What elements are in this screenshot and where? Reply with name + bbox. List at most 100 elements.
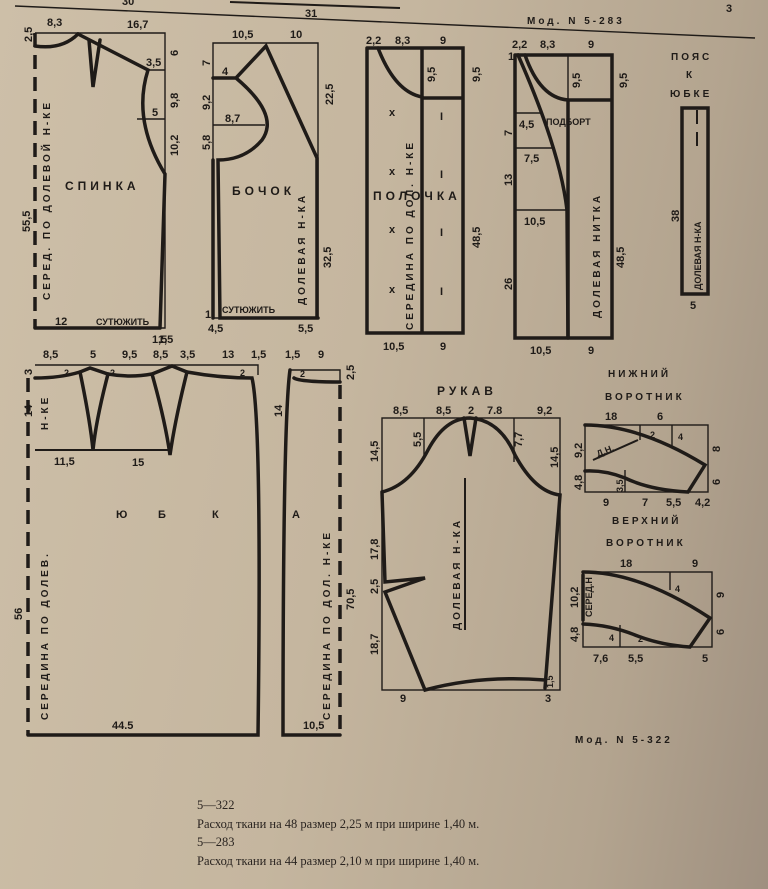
dim: 18,7 [369,634,381,655]
grain-label: СЕРЕД. ПО ДОЛЕВОЙ Н-КЕ [40,100,53,300]
grain-label: ДОЛЕВАЯ Н-КА [297,193,308,305]
dim: 4 [675,584,680,594]
neckline [33,32,80,49]
page-number-left: 30 [122,0,134,8]
dim: 12 [55,316,67,328]
dim: 8,5 [436,405,451,417]
dim: 5 [690,300,696,312]
piece-title: СПИНКА [65,179,140,193]
dim: 14,5 [369,441,381,462]
dim: 14 [273,404,285,417]
piece-title: РУКАВ [437,384,497,398]
dim: 2 [64,368,69,378]
dim: 10,5 [383,341,404,353]
piece-upper-collar: ВЕРХНИЙ ВОРОТНИК 18 9 4 10,2 СЕРЕД.Н 9 4… [569,514,727,665]
dim: 4 [609,633,614,643]
grain-label: Д.Н. [595,443,615,459]
neckline [376,46,424,99]
fabric-consumption-notes: 5—322 Расход ткани на 48 размер 2,25 м п… [197,796,479,870]
dim: 3 [23,369,35,375]
outline [211,42,320,320]
dim: 6 [169,50,181,56]
dim: 44.5 [112,720,133,732]
dim: 4,5 [519,119,534,131]
dim: 1,5 [158,334,173,346]
dim: 8,3 [47,17,62,29]
grain-label: Н-КЕ [40,395,51,430]
piece-title: ПОДБОРТ [546,117,591,127]
header: 30 31 3 Мод. N 5-283 [14,0,756,39]
dim: 5,5 [628,653,643,665]
dim: 9 [400,693,406,705]
dim: 1 [205,309,211,321]
dim: 10,5 [530,345,551,357]
piece-facing: 2,2 8,3 9 9,5 9,5 1 4,5 7 7,5 13 10,5 26… [503,39,630,357]
dim: 9,2 [201,95,213,110]
dim: 1 [508,51,514,63]
darts [78,370,189,456]
outline [513,53,614,340]
dim: 10,5 [524,216,545,228]
dim: 10,5 [232,29,253,41]
mark: I [440,227,443,239]
mark: I [440,169,443,181]
piece-sleeve: РУКАВ 8,5 8,5 2 7.8 9,2 5,5 7,7 14,5 14,… [369,384,562,705]
dim: 2 [300,369,305,379]
dim: 4 [678,432,683,442]
dim: 9 [588,345,594,357]
dim: 9 [440,35,446,47]
piece-title-letter: Б [158,509,166,521]
dim: 2 [638,634,643,644]
piece-side: 10,5 10 7 4 9,2 8,7 5,8 22,5 32,5 1 4,5 … [201,29,336,335]
dim: 8,7 [225,113,240,125]
piece-skirt: 8,5 5 9,5 8,5 3,5 13 1,5 1,5 3 14 11,5 1… [13,334,300,737]
dim: 9,5 [618,73,630,88]
dim: 4 [222,66,229,78]
mark: I [440,111,443,123]
dim: 2,5 [23,27,35,42]
model-label-bottom: Мод. N 5-322 [575,735,673,746]
dim: 3,5 [146,57,161,69]
outline [680,106,710,296]
dim: 8,3 [540,39,555,51]
model-number: 5—322 [197,798,235,812]
dim: 5 [702,653,708,665]
dim: 1,5 [285,349,300,361]
piece-title: БОЧОК [232,184,295,198]
dim: 2,5 [369,579,381,594]
dim: 14,5 [549,447,561,468]
dim: 13 [503,174,515,186]
dim: 9,8 [169,93,181,108]
dim: 10 [290,29,302,41]
dim: 8 [711,446,723,452]
dim: 6 [657,411,663,423]
mark: x [389,284,396,296]
piece-belt: ПОЯС К ЮБКЕ ДОЛЕВАЯ Н-КА 38 5 [670,52,712,312]
dim: 6 [715,629,727,635]
dim: 48,5 [471,227,483,248]
grain-label: СЕРЕД.Н [584,577,594,617]
piece-under-collar: НИЖНИЙ ВОРОТНИК Д.Н. 18 6 2 4 9,2 8 4,8 … [573,367,723,509]
dim: 2 [650,430,655,440]
dim: 8,3 [395,35,410,47]
dim: 2,2 [512,39,527,51]
dim: 5,8 [201,135,213,150]
dim: 9 [692,558,698,570]
piece-title: К [686,70,695,81]
dim: 1,5 [545,675,555,688]
top-rule-bold [229,1,401,9]
model-label-top: Мод. N 5-283 [527,16,625,27]
model-number: 5—283 [197,835,235,849]
piece-title-letter: Ю [116,509,127,521]
dim: 3,5 [615,479,625,492]
dim: 9 [318,349,324,361]
dim: 9 [588,39,594,51]
dim: 16,7 [127,19,148,31]
dim: 10,2 [569,587,581,608]
dim: 7 [503,130,515,136]
outline [380,416,562,693]
piece-title: ЮБКЕ [670,89,712,100]
piece-title-letter: А [292,509,300,521]
dim: 9,5 [426,67,438,82]
